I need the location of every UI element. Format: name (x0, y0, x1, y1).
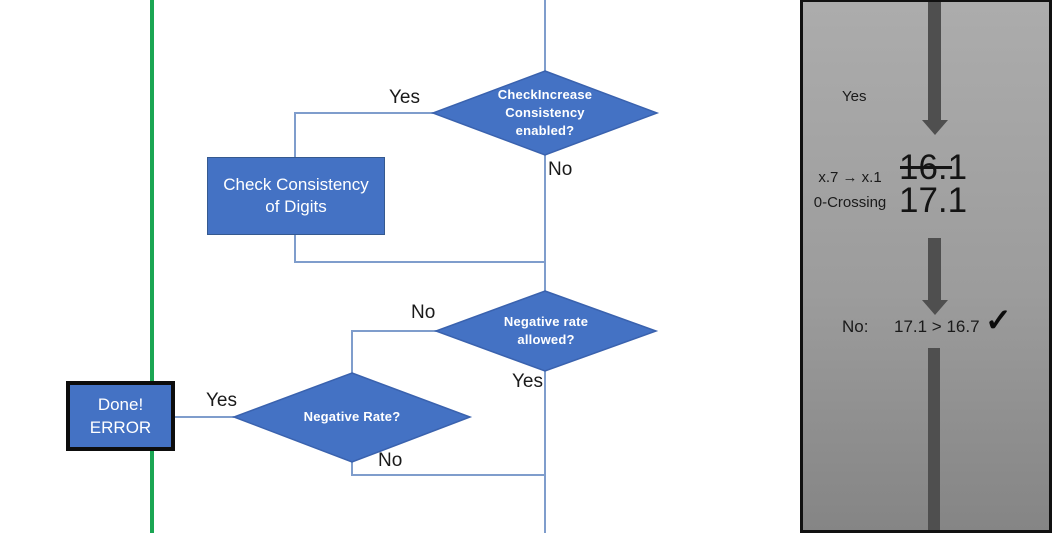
check-consistency-process-box[interactable]: Check Consistency of Digits (207, 157, 385, 235)
check-consistency-label: Check Consistency of Digits (223, 175, 369, 216)
connector-check-box-return (294, 235, 544, 263)
decision-negative-rate-diamond[interactable] (231, 372, 473, 463)
branch-label-negative-allowed-no: No (411, 302, 436, 323)
connector-yes-to-check-box (294, 112, 435, 157)
decision-check-increase-label: CheckIncrease Consistency enabled? (497, 87, 593, 138)
branch-label-negative-rate-no: No (378, 450, 403, 471)
error-label: ERROR (89, 418, 152, 437)
panel-yes-label: Yes (842, 88, 867, 105)
example-trace-panel[interactable]: Yes x.7 → x.1 0-Crossing 16.1 17.1 No: 1… (800, 0, 1052, 533)
result-comparison: 17.1 > 16.7 (894, 317, 980, 336)
decision-negative-rate-label: Negative Rate? (303, 409, 401, 424)
flow-arrow-shaft-1 (928, 2, 941, 120)
case-description: x.7 → x.1 0-Crossing (804, 165, 896, 215)
case-rule-label: x.7 → x.1 (818, 169, 882, 186)
case-name-label: 0-Crossing (813, 194, 887, 211)
flow-arrow-shaft-2 (928, 238, 941, 300)
old-value-strikethrough: 16.1 (899, 148, 968, 187)
result-label: No: (842, 317, 869, 336)
decision-check-increase-diamond[interactable] (430, 70, 660, 156)
checkmark-icon: ✓ (985, 302, 1012, 338)
value-comparison-block: 16.1 17.1 (899, 148, 968, 220)
branch-label-check-increase-no: No (548, 159, 573, 180)
flow-arrow-shaft-3 (928, 348, 940, 530)
connector-no-to-negative-rate (351, 330, 437, 373)
flow-arrow-head-1 (922, 120, 948, 135)
branch-label-check-increase-yes: Yes (389, 87, 420, 108)
decision-negative-allowed-label: Negative rate allowed? (503, 314, 589, 347)
new-value: 17.1 (899, 181, 968, 220)
done-label: Done! (97, 395, 144, 414)
branch-label-negative-allowed-yes: Yes (512, 371, 543, 392)
flow-arrow-head-2 (922, 300, 948, 315)
green-divider-line (150, 0, 154, 533)
done-error-terminal-box[interactable]: Done! ERROR (66, 381, 175, 451)
decision-negative-allowed-diamond[interactable] (433, 290, 659, 372)
connector-no-return (351, 462, 544, 476)
branch-label-negative-rate-yes: Yes (206, 390, 237, 411)
